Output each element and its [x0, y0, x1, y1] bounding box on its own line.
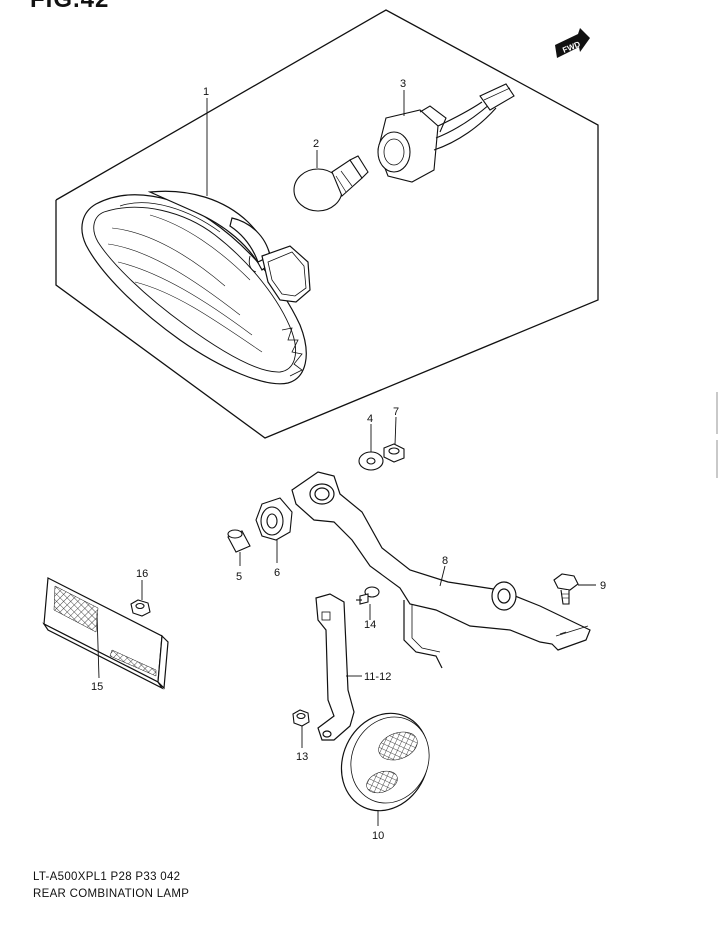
scan-edge-mark — [716, 392, 718, 434]
model-code: LT-A500XPL1 P28 P33 042 — [33, 871, 181, 883]
stay-part-11-12 — [315, 593, 355, 741]
figure-label: FIG.42 — [30, 0, 109, 14]
callout-2: 2 — [313, 138, 319, 150]
screw-part-14 — [356, 586, 380, 605]
scan-edge-mark — [716, 440, 718, 478]
bolt-part-9 — [553, 573, 579, 605]
callout-8: 8 — [442, 555, 448, 567]
grommet-part-6 — [255, 497, 293, 541]
collar-part-5 — [227, 529, 251, 553]
callout-1: 1 — [203, 86, 209, 98]
rect-reflector-part-15 — [42, 577, 169, 690]
leader-lines — [96, 90, 596, 826]
bracket-part-8 — [291, 471, 591, 669]
callout-7: 7 — [393, 406, 399, 418]
diagram-title: REAR COMBINATION LAMP — [33, 888, 190, 900]
callout-15: 15 — [91, 681, 103, 693]
washer-part-4 — [358, 451, 384, 471]
callout-3: 3 — [400, 78, 406, 90]
callout-13: 13 — [296, 751, 308, 763]
bulb-part-2 — [293, 155, 369, 212]
nut-part-13 — [292, 709, 310, 727]
callout-14: 14 — [364, 619, 376, 631]
callout-4: 4 — [367, 413, 373, 425]
nut-part-16 — [130, 599, 151, 617]
lamp-housing-part-1 — [81, 190, 311, 385]
callout-5: 5 — [236, 571, 242, 583]
nut-part-7 — [383, 443, 405, 463]
callout-11-12: 11-12 — [364, 671, 391, 683]
round-reflector-part-10 — [340, 712, 430, 812]
callout-16: 16 — [136, 568, 148, 580]
callout-6: 6 — [274, 567, 280, 579]
callout-9: 9 — [600, 580, 606, 592]
socket-harness-part-3 — [377, 83, 515, 183]
fwd-arrow-icon: FWD — [555, 28, 590, 58]
callout-10: 10 — [372, 830, 384, 842]
assembly-frame — [55, 9, 599, 439]
